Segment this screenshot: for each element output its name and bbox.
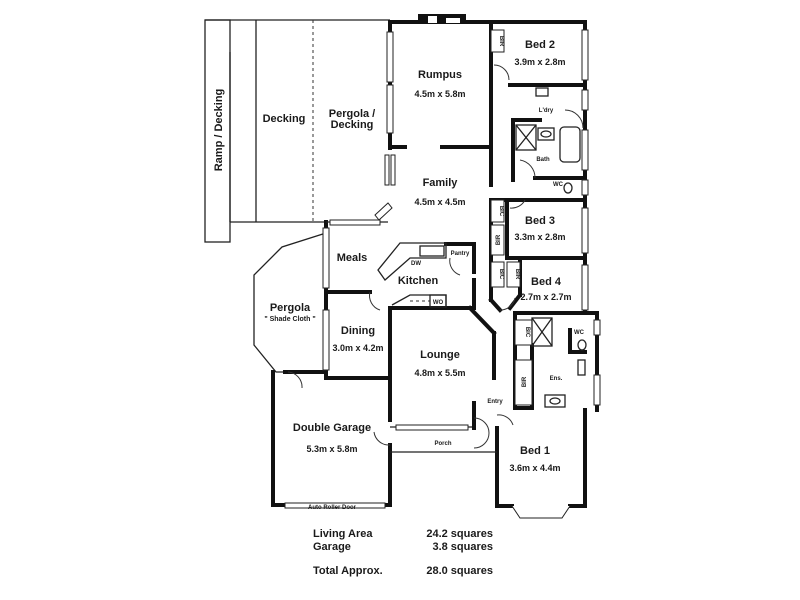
bir-bed4: BIR <box>514 269 520 280</box>
dims-bed2: 3.9m x 2.8m <box>514 57 565 67</box>
dims-rumpus: 4.5m x 5.8m <box>414 89 465 99</box>
windows <box>284 29 601 509</box>
label-bed2: Bed 2 <box>525 39 555 51</box>
label-pergola: Pergola <box>270 302 311 314</box>
outdoor-decking <box>204 19 390 243</box>
label-family: Family <box>423 177 459 189</box>
label-garage: Double Garage <box>293 422 371 434</box>
fixture-labels: BIR BIC BIR BIC BIR BIC BIR DW Pantry WO… <box>308 36 530 511</box>
label-pergola-decking-2: Decking <box>331 119 374 131</box>
bic-bed4: BIC <box>498 269 504 280</box>
auto-roller-door: Auto Roller Door <box>308 505 357 511</box>
area-living: Living Area 24.2 squares <box>313 528 493 541</box>
area-summary: Living Area 24.2 squares Garage 3.8 squa… <box>313 528 493 578</box>
label-bath: Bath <box>536 157 550 163</box>
label-bed4: Bed 4 <box>531 276 562 288</box>
bir-bed1: BIR <box>522 376 528 387</box>
label-kitchen: Kitchen <box>398 275 439 287</box>
dims-family: 4.5m x 4.5m <box>414 197 465 207</box>
fixtures <box>374 29 587 408</box>
dishwasher: DW <box>411 261 421 267</box>
label-rumpus: Rumpus <box>418 69 462 81</box>
label-wc2: WC <box>574 330 585 336</box>
area-living-value: 24.2 squares <box>426 528 493 540</box>
dims-bed4: 2.7m x 2.7m <box>520 292 571 302</box>
label-bed3: Bed 3 <box>525 215 555 227</box>
dims-lounge: 4.8m x 5.5m <box>414 368 465 378</box>
doors <box>287 64 584 449</box>
label-porch: Porch <box>434 441 451 447</box>
area-total: Total Approx. 28.0 squares <box>313 565 493 578</box>
label-pergola-decking: Pergola / <box>329 108 375 120</box>
area-total-value: 28.0 squares <box>426 565 493 577</box>
label-bed1: Bed 1 <box>520 445 550 457</box>
label-wc1: WC <box>553 182 564 188</box>
label-pergola-shade: " Shade Cloth " <box>264 316 315 323</box>
dims-bed1: 3.6m x 4.4m <box>509 463 560 473</box>
label-lounge: Lounge <box>420 349 460 361</box>
label-dining: Dining <box>341 325 375 337</box>
bic-bed1: BIC <box>524 327 530 338</box>
dims-garage: 5.3m x 5.8m <box>306 444 357 454</box>
dims-dining: 3.0m x 4.2m <box>332 343 383 353</box>
bir-bed3: BIR <box>496 234 502 245</box>
area-garage-value: 3.8 squares <box>432 541 493 553</box>
bir-bed2: BIR <box>498 36 504 47</box>
label-meals: Meals <box>337 252 368 264</box>
wall-oven: WO <box>433 300 444 306</box>
label-ramp: Ramp / Decking <box>213 89 225 172</box>
area-garage: Garage 3.8 squares <box>313 541 493 554</box>
label-entry: Entry <box>487 399 503 405</box>
label-decking: Decking <box>263 113 306 125</box>
dims-bed3: 3.3m x 2.8m <box>514 232 565 242</box>
label-laundry: L'dry <box>539 108 554 114</box>
room-labels: Ramp / Decking Decking Pergola / Decking… <box>213 39 585 473</box>
pergola-outline <box>253 232 327 373</box>
area-total-label: Total Approx. <box>313 565 383 577</box>
pantry: Pantry <box>451 251 470 257</box>
area-garage-label: Garage <box>313 541 351 553</box>
area-living-label: Living Area <box>313 528 373 540</box>
label-ensuite: Ens. <box>550 376 563 382</box>
bic-bed3: BIC <box>498 206 504 217</box>
